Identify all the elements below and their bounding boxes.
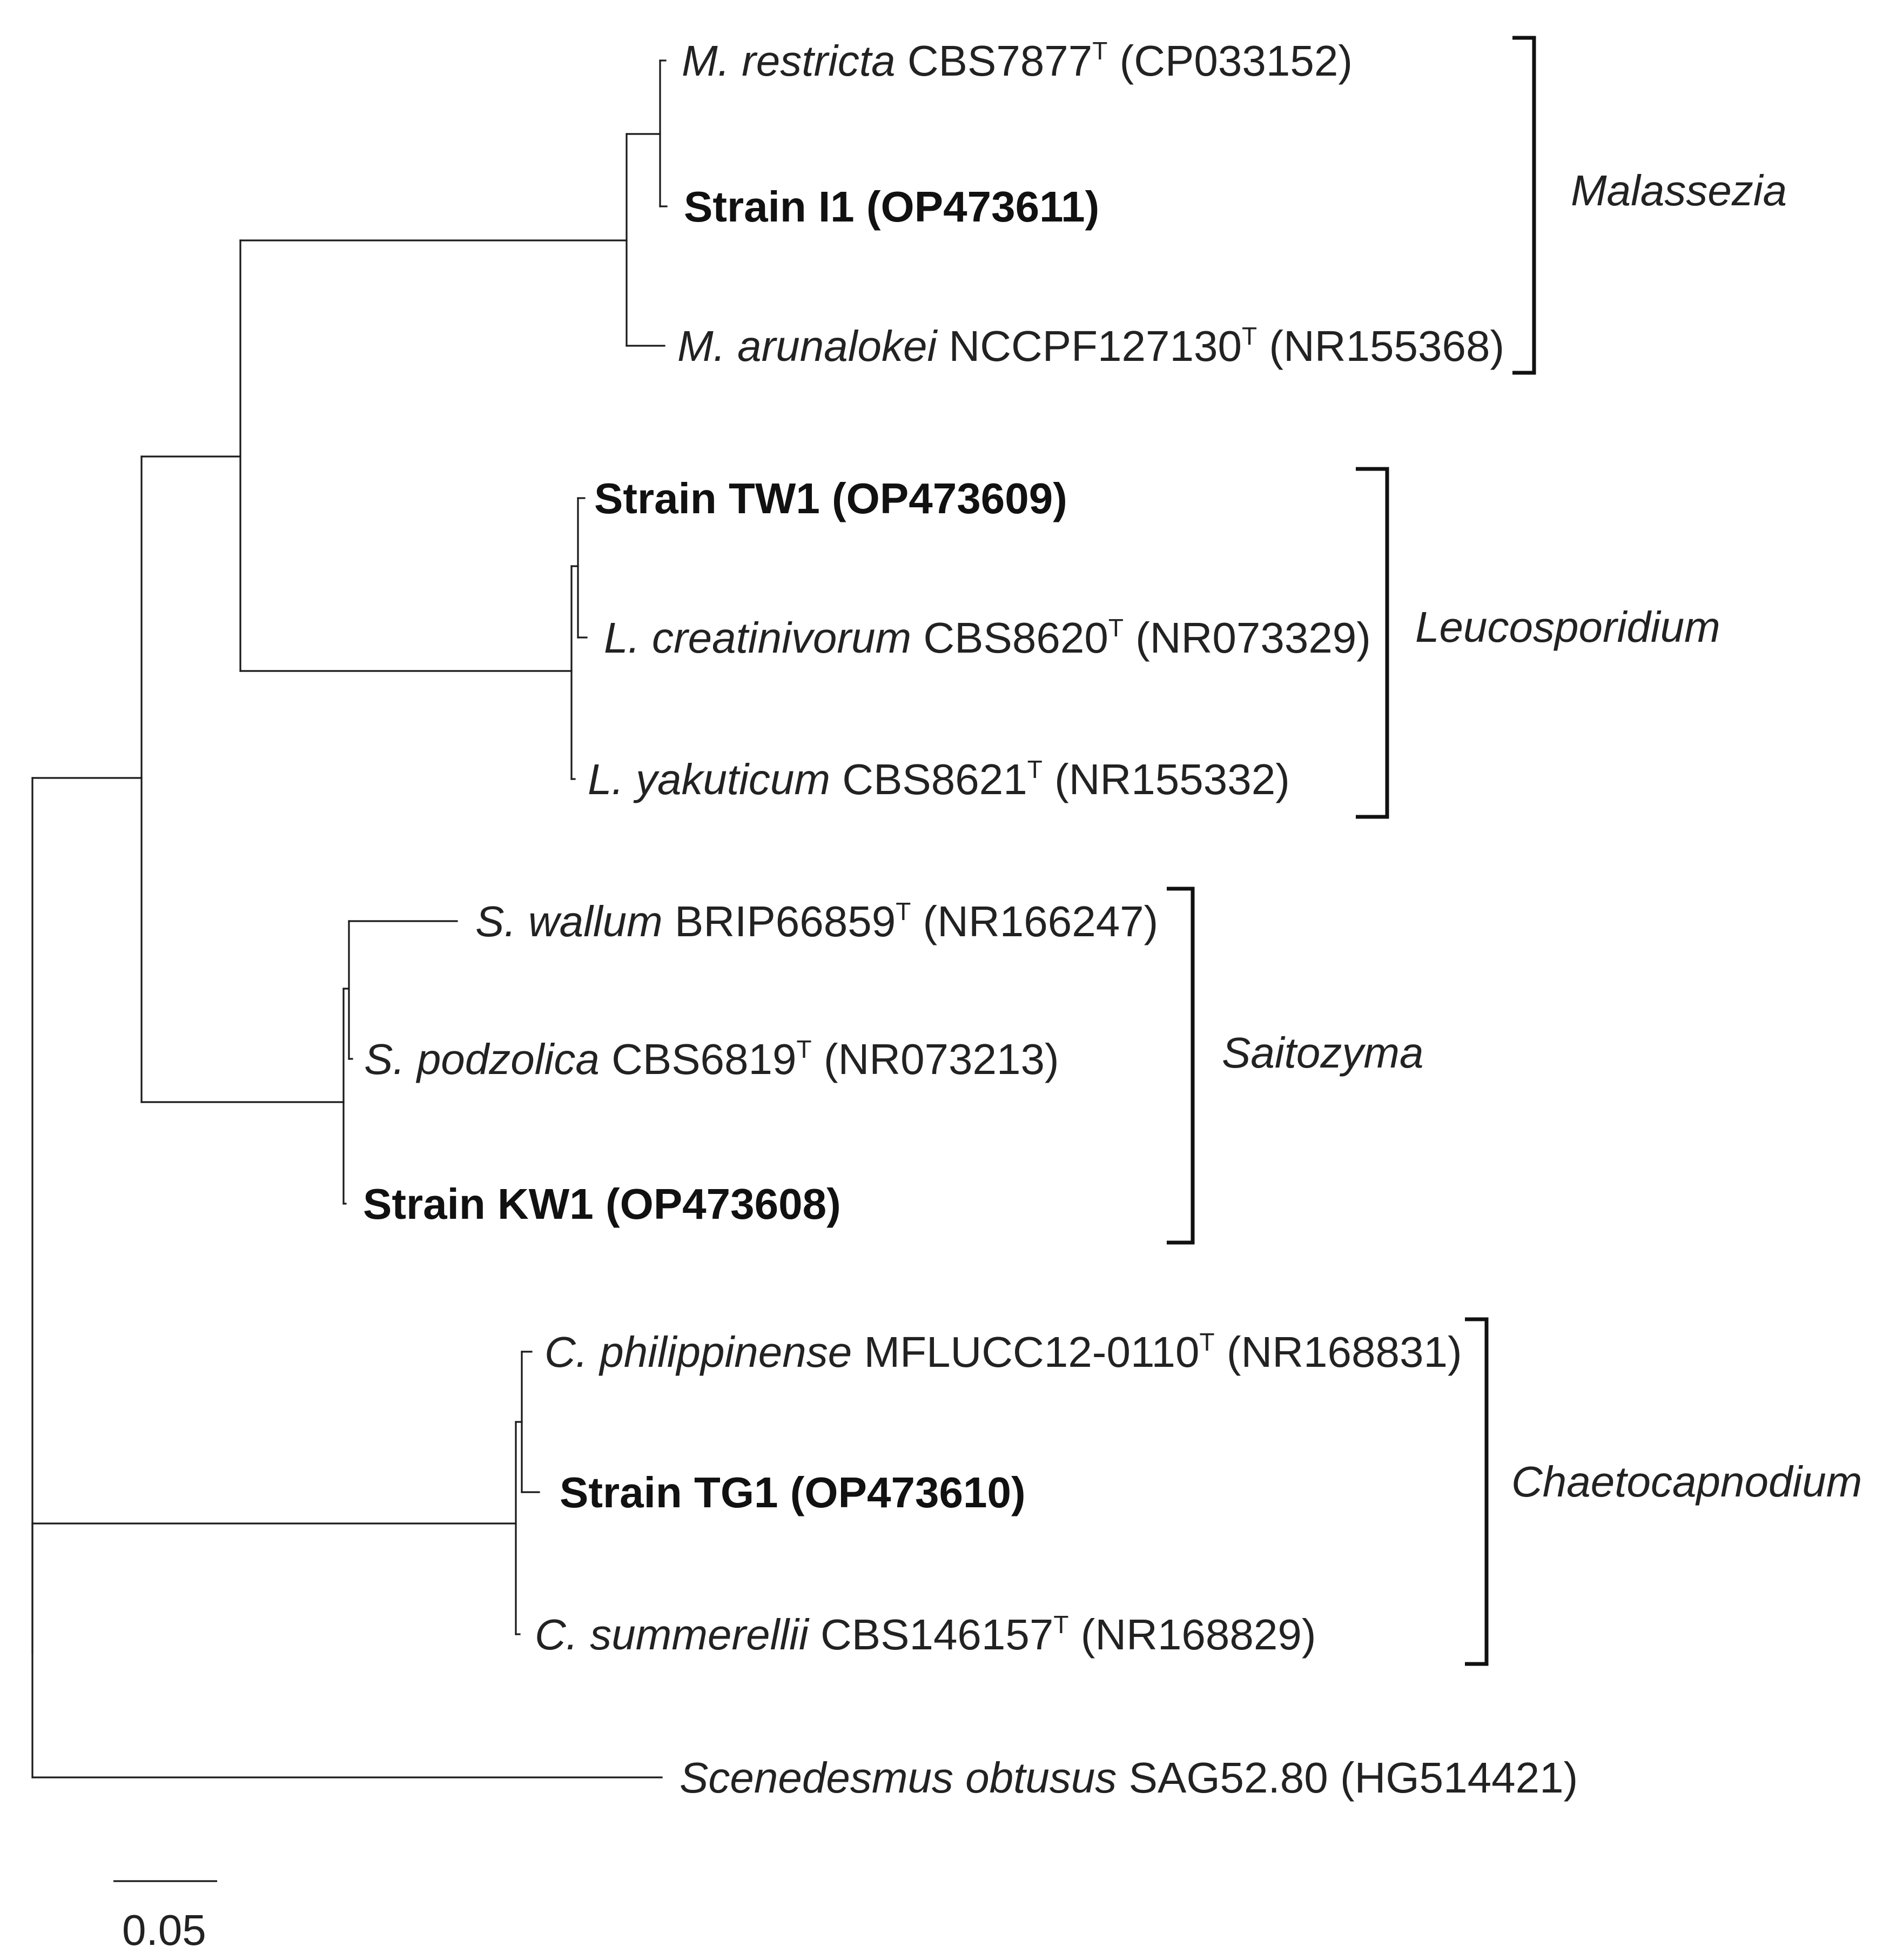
- genus-label-malassezia: Malassezia: [1571, 166, 1787, 214]
- genus-brackets: [1167, 36, 1536, 1666]
- leaf-m-arunalokei: M. arunalokei NCCPF127130T (NR155368): [677, 306, 1504, 370]
- leaf-s-wallum: S. wallum BRIP66859T (NR166247): [475, 881, 1158, 945]
- leaf-scenedesmus-obtusus: Scenedesmus obtusus SAG52.80 (HG514421): [680, 1754, 1578, 1802]
- leaf-m-restricta: M. restricta CBS7877T (CP033152): [682, 21, 1353, 85]
- scale-bar: 0.05: [113, 1880, 217, 1954]
- leaf-c-philippinense: C. philippinense MFLUCC12-0110T (NR16883…: [544, 1312, 1462, 1376]
- genus-label-leucosporidium: Leucosporidium: [1415, 603, 1720, 651]
- leaf-s-podzolica: S. podzolica CBS6819T (NR073213): [364, 1019, 1059, 1083]
- bracket-saitozyma: [1167, 887, 1195, 1245]
- leaf-strain-kw1: Strain KW1 (OP473608): [363, 1180, 841, 1228]
- bracket-chaetocapnodium: [1465, 1317, 1489, 1666]
- leaf-l-yakuticum: L. yakuticum CBS8621T (NR155332): [588, 739, 1290, 803]
- bracket-leucosporidium: [1356, 467, 1389, 819]
- genus-label-saitozyma: Saitozyma: [1222, 1029, 1423, 1077]
- leaf-strain-tw1: Strain TW1 (OP473609): [594, 474, 1067, 522]
- leaf-c-summerellii: C. summerellii CBS146157T (NR168829): [535, 1594, 1316, 1659]
- leaf-strain-i1: Strain I1 (OP473611): [684, 183, 1099, 231]
- genus-label-chaetocapnodium: Chaetocapnodium: [1511, 1458, 1862, 1506]
- genus-labels: Malassezia Leucosporidium Saitozyma Chae…: [1222, 166, 1862, 1506]
- bracket-malassezia: [1512, 36, 1536, 375]
- tree-branches: [31, 59, 668, 1778]
- scale-bar-label: 0.05: [122, 1906, 206, 1954]
- leaf-labels: M. restricta CBS7877T (CP033152) Strain …: [363, 21, 1578, 1802]
- leaf-l-creatinivorum: L. creatinivorum CBS8620T (NR073329): [604, 598, 1371, 662]
- leaf-strain-tg1: Strain TG1 (OP473610): [560, 1468, 1026, 1516]
